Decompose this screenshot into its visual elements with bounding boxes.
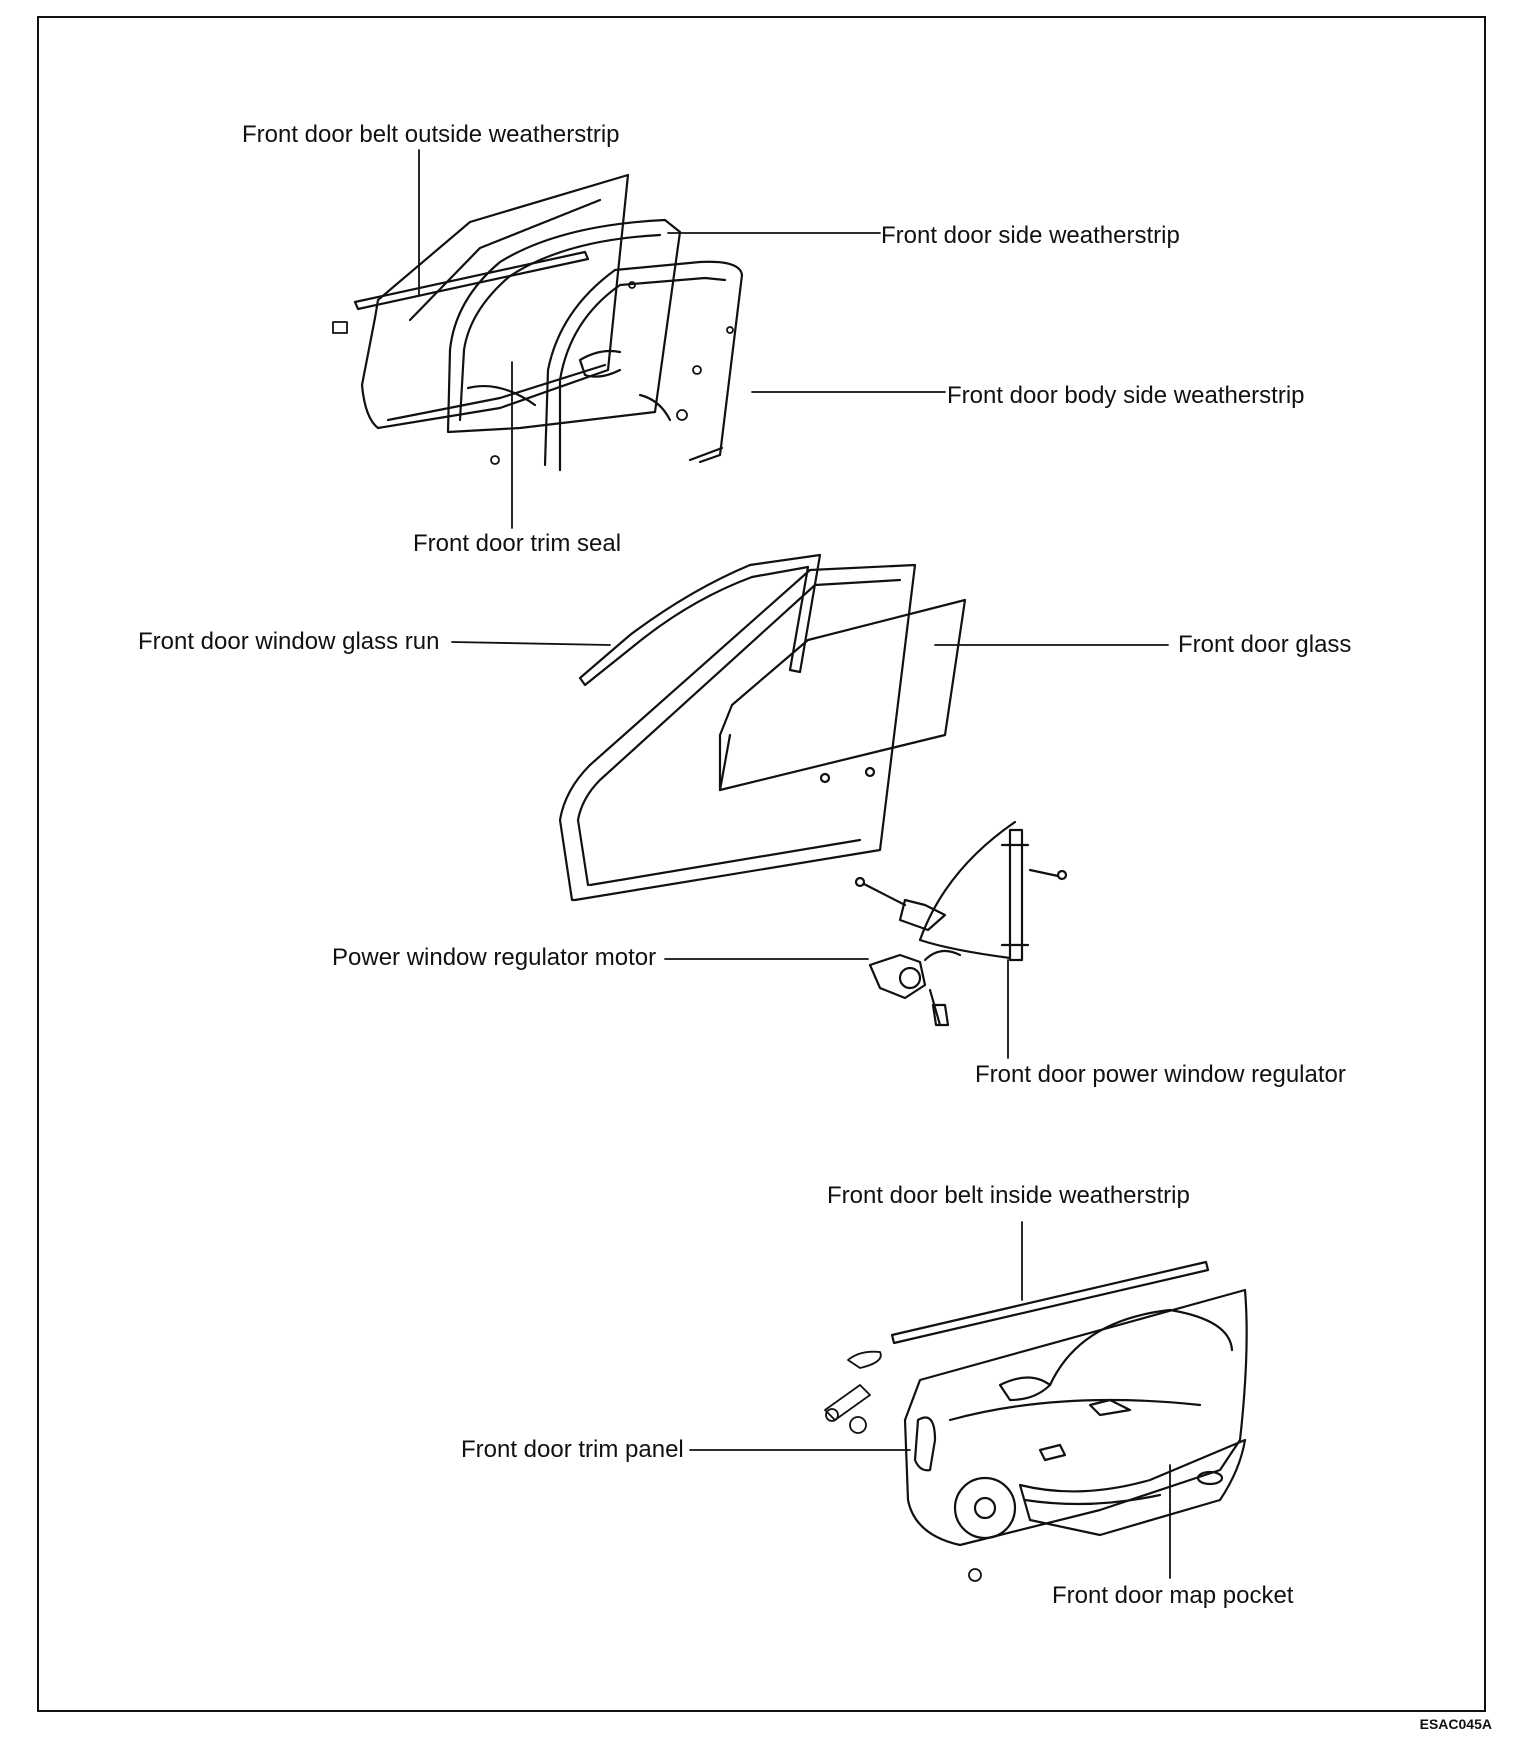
door-frame-mid [558, 563, 917, 902]
label-power-window-regulator: Front door power window regulator [975, 1061, 1346, 1088]
figure-code: ESAC045A [1419, 1716, 1492, 1732]
door-shell-top [360, 173, 630, 430]
label-window-glass-run: Front door window glass run [138, 628, 440, 655]
label-trim-seal: Front door trim seal [413, 530, 622, 557]
belt-inside-weatherstrip [890, 1260, 1210, 1345]
diagram-frame [37, 16, 1486, 1712]
label-regulator-motor: Power window regulator motor [332, 944, 657, 971]
label-body-side-weatherstrip: Front door body side weatherstrip [947, 382, 1305, 409]
map-pocket [1018, 1438, 1247, 1537]
belt-outside-weatherstrip [353, 250, 590, 311]
label-trim-panel: Front door trim panel [461, 1436, 684, 1463]
door-glass [718, 598, 967, 792]
trim-seal [543, 260, 744, 472]
clip-set-top [332, 281, 734, 465]
regulator-motor [868, 949, 962, 1027]
leader-lines [418, 149, 1171, 1579]
window-regulator [819, 766, 1068, 962]
label-map-pocket: Front door map pocket [1052, 1582, 1294, 1609]
side-weatherstrip [446, 218, 682, 434]
trim-panel-parts [824, 1350, 982, 1582]
window-glass-run [578, 553, 822, 687]
label-side-weatherstrip: Front door side weatherstrip [881, 222, 1180, 249]
body-side-weatherstrip [578, 349, 672, 422]
label-door-glass: Front door glass [1178, 631, 1352, 658]
trim-panel [903, 1288, 1248, 1547]
label-belt-outside-weatherstrip: Front door belt outside weatherstrip [242, 121, 620, 148]
label-belt-inside-weatherstrip: Front door belt inside weatherstrip [827, 1182, 1190, 1209]
